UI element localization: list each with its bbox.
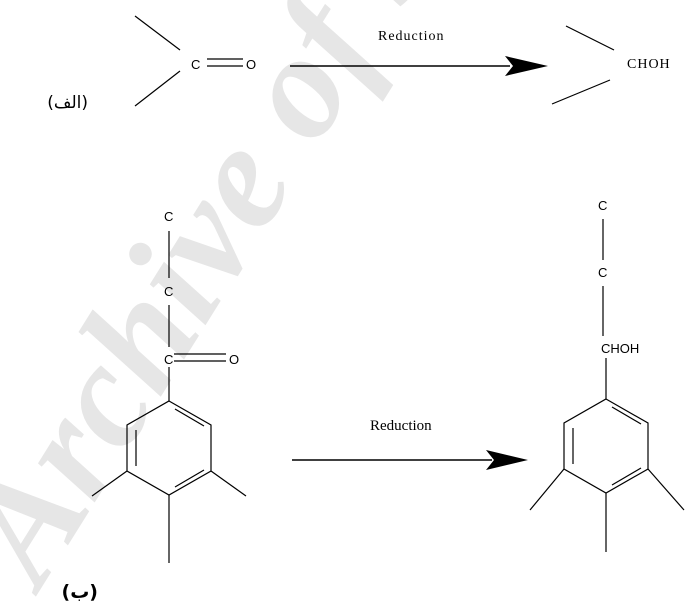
reaction-a: (الف) C O Reduction CHOH — [47, 15, 671, 113]
reactant-b-bonds — [168, 231, 226, 401]
reaction-a-label: (الف) — [47, 93, 88, 113]
reaction-b-arrow — [292, 450, 528, 470]
product-b-chain-c1: C — [598, 198, 607, 213]
product-a-group: CHOH — [627, 57, 671, 72]
reactant-b-carbonyl-oxygen: O — [229, 352, 239, 367]
watermark: Archive of SID — [0, 0, 563, 606]
reaction-a-arrow — [290, 56, 548, 76]
product-b-bonds — [602, 219, 607, 399]
product-b-chain-c2: C — [598, 265, 607, 280]
product-b-methyl-groups — [529, 468, 685, 552]
reactant-b-carbonyl-carbon: C — [164, 352, 173, 367]
reactant-a-oxygen: O — [246, 57, 256, 72]
product-b-group: CHOH — [601, 341, 639, 356]
reaction-b: (ب) C C C O Reduction — [62, 198, 685, 603]
product-b-benzene-ring — [563, 398, 649, 494]
reactant-b-benzene-ring — [126, 400, 212, 496]
reactant-a-ketone — [134, 15, 243, 107]
watermark-text: Archive of SID — [0, 0, 563, 606]
reactant-b-methyl-groups — [91, 470, 247, 563]
reactant-a-carbon: C — [191, 57, 200, 72]
reaction-a-arrow-label: Reduction — [378, 29, 445, 44]
product-a-alcohol — [551, 25, 615, 105]
reactant-b-chain-c1: C — [164, 209, 173, 224]
reaction-b-arrow-label: Reduction — [370, 418, 432, 434]
reactant-b-chain-c2: C — [164, 284, 173, 299]
reaction-b-label: (ب) — [62, 581, 98, 603]
